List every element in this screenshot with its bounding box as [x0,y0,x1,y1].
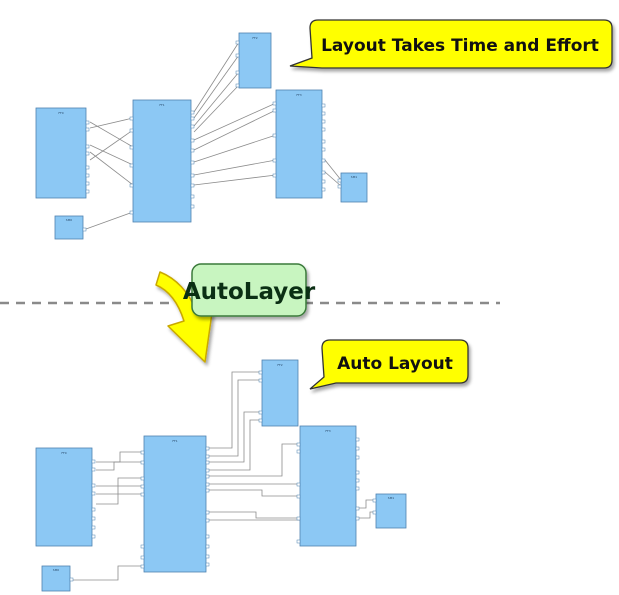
messy-wires [85,41,342,230]
messy-block-center: FF1 [129,99,195,223]
callout-bottom: Auto Layout [309,339,469,390]
callout-bottom-text: Auto Layout [337,354,453,374]
auto-block-center: FF1 [140,435,210,573]
auto-layout: FF0 SM0 FF1 [35,359,407,592]
messy-block-top: FF2 [235,32,272,89]
svg-text:SM1: SM1 [351,175,357,179]
autolayer-label-text: AutoLayer [183,279,316,305]
auto-block-left: FF0 [35,447,96,547]
svg-text:SM0: SM0 [66,218,72,222]
callout-top: Layout Takes Time and Effort [289,19,613,69]
auto-block-right: FF3 [296,425,360,547]
auto-block-small-left: SM0 [41,565,74,592]
messy-block-left: FF0 [35,107,90,199]
svg-text:FF0: FF0 [61,451,66,455]
messy-layout: FF0 SM0 FF1 [35,32,368,240]
svg-text:FF1: FF1 [159,103,164,107]
svg-text:FF1: FF1 [172,439,177,443]
svg-text:FF3: FF3 [296,93,301,97]
svg-text:SM0: SM0 [53,568,59,572]
svg-text:FF3: FF3 [325,429,330,433]
messy-block-small-left: SM0 [54,215,87,240]
svg-text:FF2: FF2 [277,363,282,367]
auto-block-top: FF2 [258,359,299,427]
callout-top-text: Layout Takes Time and Effort [321,36,599,56]
messy-block-right: FF3 [272,89,326,199]
svg-text:SM1: SM1 [388,496,394,500]
transform-arrow-icon [155,271,214,363]
messy-block-small-right: SM1 [337,172,368,203]
autolayer-label: AutoLayer [183,263,316,317]
svg-text:FF2: FF2 [252,36,257,40]
auto-block-small-right: SM1 [372,493,407,529]
svg-text:FF0: FF0 [58,111,63,115]
